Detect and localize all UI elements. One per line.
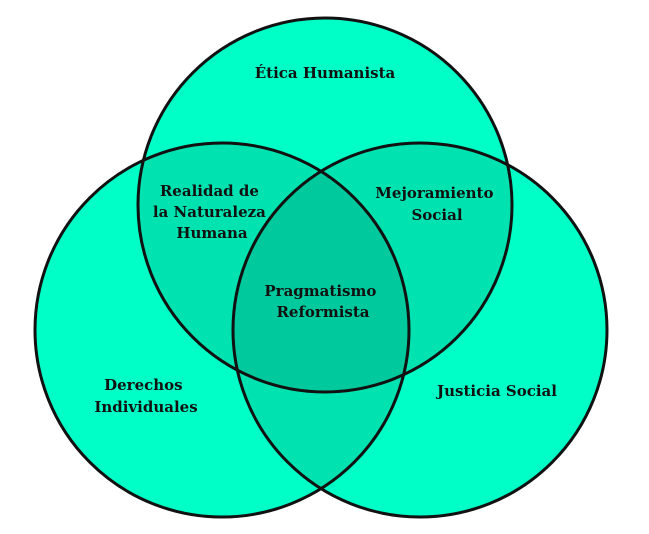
- intersection-label-mejoramiento-social: Mejoramiento Social: [375, 184, 498, 224]
- intersection-label-realidad-naturaleza-humana: Realidad de la Naturaleza Humana: [153, 182, 271, 242]
- label-line: Reformista: [276, 303, 369, 321]
- label-line: Social: [411, 206, 462, 224]
- intersection-label-pragmatismo-reformista: Pragmatismo Reformista: [264, 282, 381, 321]
- label-line: Individuales: [94, 398, 197, 416]
- set-circle-outline-top: [136, 16, 514, 394]
- set-label-derechos-individuales: Derechos Individuales: [94, 376, 197, 416]
- label-line: la Naturaleza: [153, 203, 266, 221]
- label-line: Derechos: [104, 376, 183, 394]
- label-line: Humana: [176, 224, 248, 242]
- overlap-fill-center: [233, 143, 409, 392]
- label-line: Justicia Social: [435, 382, 557, 400]
- set-circle-outline-right: [231, 141, 609, 519]
- set-circle-outline-left: [33, 141, 411, 519]
- label-line: Mejoramiento: [375, 184, 493, 202]
- set-label-etica-humanista: Ética Humanista: [255, 64, 396, 82]
- label-line: Pragmatismo: [264, 282, 376, 300]
- set-label-justicia-social: Justicia Social: [435, 382, 557, 400]
- label-line: Ética Humanista: [255, 64, 396, 82]
- label-line: Realidad de: [160, 182, 259, 200]
